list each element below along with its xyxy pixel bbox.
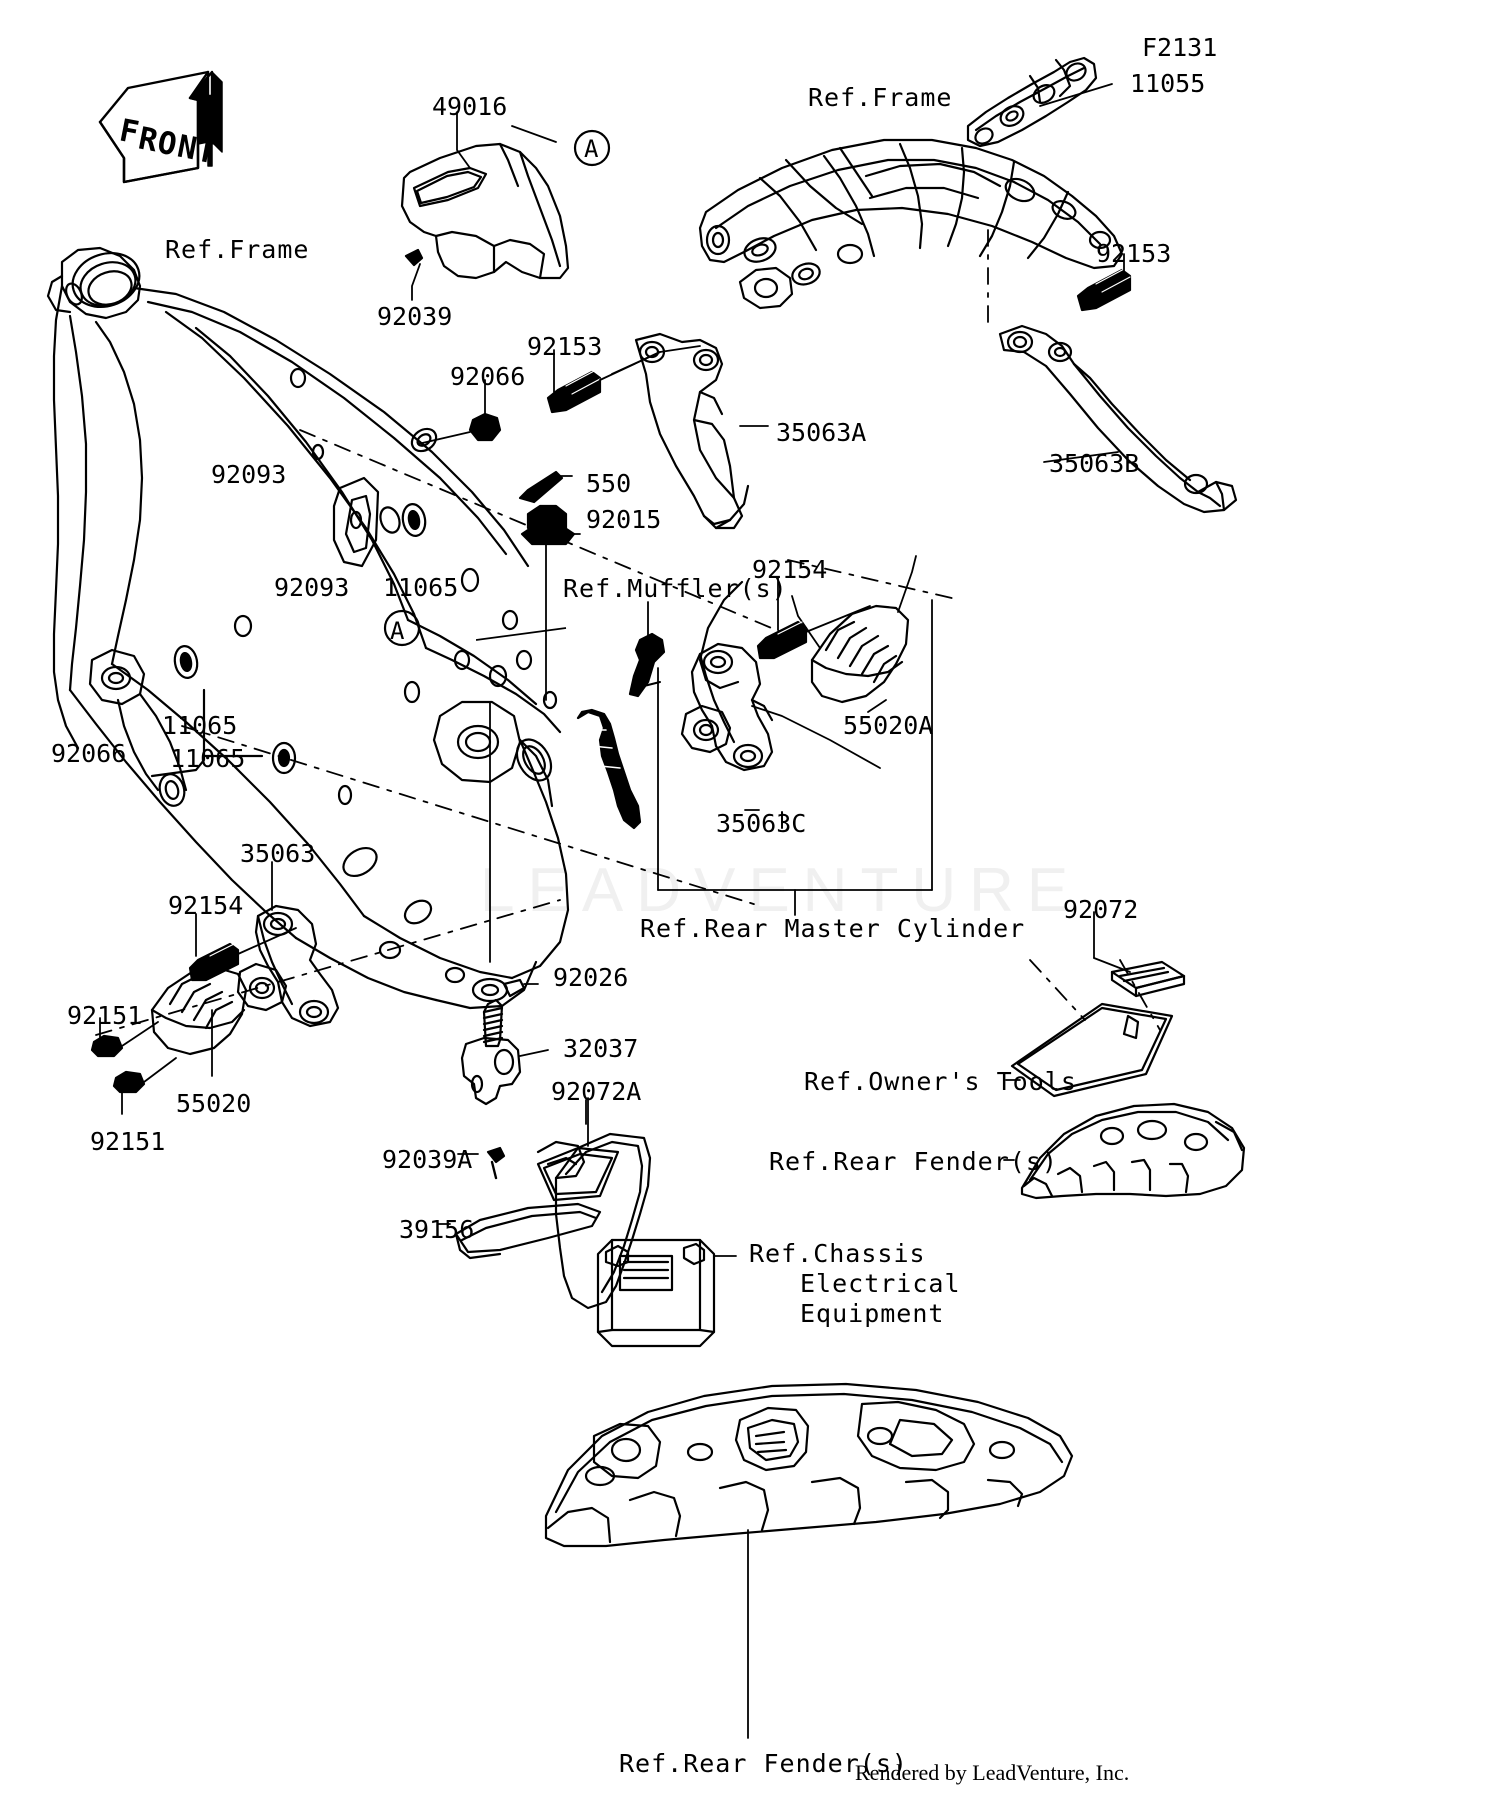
ref-chassis-line2-label: Electrical <box>800 1269 961 1298</box>
ref-rear-master-cylinder-label: Ref.Rear Master Cylinder <box>640 914 1026 943</box>
callout-a-lower-circle <box>383 609 421 647</box>
part-number-11065: 11065 <box>383 573 459 602</box>
part-number-92066: 92066 <box>450 362 526 391</box>
part-number-92026: 92026 <box>553 963 629 992</box>
part-92154-bolt-left <box>188 942 240 982</box>
part-32037-stand-bracket <box>460 998 522 1106</box>
ref-frame-right-label: Ref.Frame <box>808 83 953 112</box>
rear-master-cylinder-part <box>576 708 642 830</box>
callout-a-lower: A <box>390 617 405 645</box>
part-92151-screw-lower <box>112 1070 146 1094</box>
part-number-35063a: 35063A <box>776 418 867 447</box>
part-number-550: 550 <box>586 469 632 498</box>
ref-chassis-line1-label: Ref.Chassis <box>749 1239 926 1268</box>
part-92066-nut <box>468 412 502 442</box>
part-number-92015: 92015 <box>586 505 662 534</box>
ref-frame-left-label: Ref.Frame <box>165 235 310 264</box>
part-11055-bracket <box>966 56 1098 148</box>
part-92039A-screw <box>486 1146 506 1180</box>
part-35063A-bracket <box>634 332 750 530</box>
ref-muffler-bracket <box>698 580 744 690</box>
part-number-92072: 92072 <box>1063 895 1139 924</box>
part-number-92153: 92153 <box>1096 239 1172 268</box>
frame-main-left <box>46 246 570 1010</box>
ref-rear-fenders-bottom-label: Ref.Rear Fender(s) <box>619 1749 908 1778</box>
part-92072A-pad <box>536 1146 620 1202</box>
part-number-35063c: 35063C <box>716 809 807 838</box>
part-92039-screw <box>404 248 424 267</box>
part-number-92066: 92066 <box>51 739 127 768</box>
part-35063B-bracket <box>998 324 1238 514</box>
part-number-92151: 92151 <box>67 1001 143 1030</box>
part-39156-damper <box>454 1202 602 1260</box>
part-number-55020a: 55020A <box>843 711 934 740</box>
part-92153-bolt-right <box>1076 267 1132 312</box>
rear-fender-bottom <box>544 1382 1074 1548</box>
part-number-92093: 92093 <box>274 573 350 602</box>
part-number-92093: 92093 <box>211 460 287 489</box>
page-code-label: F2131 <box>1142 33 1218 62</box>
callout-a-leader <box>476 627 567 641</box>
ref-owners-tools-label: Ref.Owner's Tools <box>804 1067 1077 1096</box>
rear-fender-right <box>1020 1102 1246 1200</box>
part-49016-cover <box>400 142 570 280</box>
battery-box <box>596 1238 716 1348</box>
owners-tools-pouch <box>1010 1002 1174 1098</box>
part-number-92154: 92154 <box>168 891 244 920</box>
front-arrow-icon: F R O N T <box>98 70 223 184</box>
render-credit-label: Rendered by LeadVenture, Inc. <box>855 1760 1130 1785</box>
part-number-39156: 39156 <box>399 1215 475 1244</box>
part-number-11065: 11065 <box>162 711 238 740</box>
part-92072-pad <box>1110 960 1186 998</box>
part-number-92151: 92151 <box>90 1127 166 1156</box>
part-number-32037: 32037 <box>563 1034 639 1063</box>
part-92153-bolt <box>546 369 602 414</box>
part-number-35063b: 35063B <box>1049 449 1140 478</box>
ref-chassis-line3-label: Equipment <box>800 1299 945 1328</box>
ref-rear-fenders-right-label: Ref.Rear Fender(s) <box>769 1147 1058 1176</box>
part-number-92039a: 92039A <box>382 1145 473 1174</box>
part-92154-bolt-right <box>756 620 808 660</box>
part-number-92039: 92039 <box>377 302 453 331</box>
part-550-pin <box>518 470 564 504</box>
part-number-11055: 11055 <box>1130 69 1206 98</box>
part-92026-washer <box>471 977 526 1003</box>
part-number-35063: 35063 <box>240 839 316 868</box>
part-number-92072a: 92072A <box>551 1077 642 1106</box>
part-92015-nut <box>520 504 576 546</box>
part-number-11065: 11065 <box>170 744 246 773</box>
part-35063-bracket-left <box>236 904 340 1028</box>
part-35063C-linkage <box>680 642 774 772</box>
callout-a-upper: A <box>584 135 599 163</box>
part-number-55020: 55020 <box>176 1089 252 1118</box>
part-92151-screw-upper <box>90 1034 124 1058</box>
muffler-hanger-piece <box>628 632 666 698</box>
ref-muffler-label: Ref.Muffler(s) <box>563 574 788 603</box>
part-55020A-heel-guard <box>810 604 910 704</box>
part-number-49016: 49016 <box>432 92 508 121</box>
part-number-92154: 92154 <box>752 555 828 584</box>
part-number-92153: 92153 <box>527 332 603 361</box>
rear-subframe-assembly <box>698 138 1124 310</box>
